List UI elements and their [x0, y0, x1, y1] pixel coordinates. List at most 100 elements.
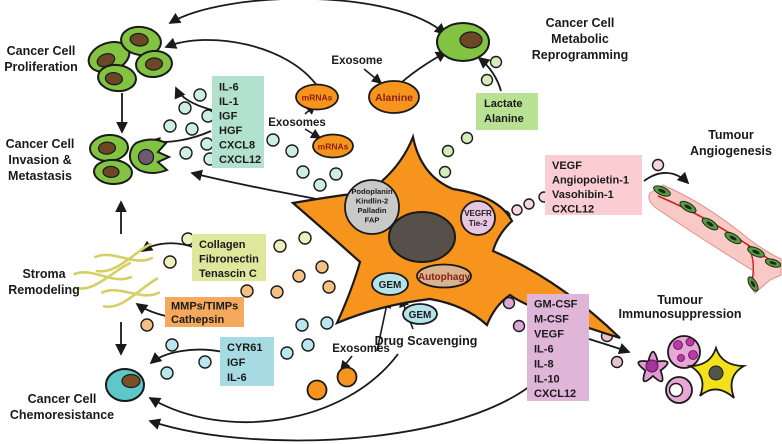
secreted-factor-dot	[179, 146, 193, 160]
secreted-factor-dot	[329, 167, 343, 181]
secreted-factor-dots	[140, 55, 665, 380]
stroma-label-1: Stroma	[22, 267, 66, 281]
gem-inner-ellipse	[371, 272, 409, 296]
gem-outer-ellipse	[402, 303, 438, 325]
angiogenic-item: VEGF	[552, 160, 582, 172]
gem-inner-label: GEM	[379, 280, 402, 291]
exosome-top-label: Exosome	[331, 55, 382, 67]
invasion-cells	[89, 133, 172, 186]
secreted-factor-dot	[165, 338, 179, 352]
autophagy-ellipse	[416, 263, 472, 289]
exosome-dot-2	[306, 379, 328, 401]
secreted-factor-dot	[651, 158, 665, 172]
secreted-factor-dot	[460, 131, 474, 145]
metabolic-label-2: Metabolic	[551, 32, 609, 46]
secreted-factor-dot	[322, 280, 336, 294]
secreted-factor-dot	[285, 144, 299, 158]
gem-outer-label: GEM	[409, 310, 432, 321]
secreted-factor-dot	[163, 255, 177, 269]
immunosuppressive-item: CXCL12	[534, 388, 576, 400]
angiogenic-item: CXCL12	[552, 204, 594, 216]
caf-cell: Podoplanin Kindlin-2 Palladin FAP VEGFR …	[290, 133, 621, 340]
protease-item: Cathepsin	[171, 314, 224, 326]
vegfr-tie2-circle	[460, 200, 496, 236]
granule	[673, 340, 683, 350]
immune-flower-nucleus	[645, 359, 659, 373]
angiogenic-box	[545, 155, 642, 215]
autophagy-label: Autophagy	[418, 272, 471, 283]
arrow-alanine-to-metabolic-cell	[401, 51, 448, 83]
secreted-factor-dot	[301, 338, 315, 352]
secreted-factor-dot	[298, 231, 312, 245]
chemoresistance-box	[220, 337, 274, 386]
invading-cell-nucleus	[137, 148, 155, 166]
caf-nucleus	[388, 211, 456, 263]
arrow-proteases-to-fibers	[135, 302, 167, 317]
immunosuppressive-item: IL-6	[534, 344, 554, 356]
receptor-line1: VEGFR	[464, 209, 492, 218]
immunosuppressive-item: IL-8	[534, 359, 554, 371]
cytokine-box	[212, 76, 264, 168]
secreted-factor-dot	[295, 318, 309, 332]
mrnas-top-label: mRNAs	[302, 93, 333, 103]
immunosuppressive-item: M-CSF	[534, 314, 569, 326]
cytokine-item: CXCL8	[219, 140, 255, 152]
granule	[677, 354, 685, 362]
arrow-caf-to-chemo-cell-lower	[148, 357, 557, 442]
chemoresistance-item: IL-6	[227, 372, 247, 384]
exosomes-mid-label: Exosomes	[268, 117, 326, 129]
immunosuppression-label-1: Tumour	[657, 293, 703, 307]
secreted-factor-dot	[140, 318, 154, 332]
mrnas-top-ellipse	[295, 83, 339, 111]
invasion-label-2: Invasion &	[8, 153, 71, 167]
factor-boxes: IL-6 IL-1 IGF HGF CXCL8 CXCL12 Lactate A…	[165, 76, 642, 401]
secreted-factor-dot	[320, 316, 334, 330]
blood-vessel	[648, 184, 782, 294]
secreted-factor-dot	[160, 366, 174, 380]
chemoresistance-item: IGF	[227, 357, 246, 369]
caf-marker-line3: Palladin	[357, 206, 386, 215]
angiogenesis-label-1: Tumour	[708, 128, 754, 142]
secreted-factor-dot	[313, 178, 327, 192]
mrnas-bottom-ellipse	[312, 133, 354, 159]
stroma-label-2: Remodeling	[8, 283, 80, 297]
proliferation-cells	[87, 25, 173, 93]
metabolic-cell	[436, 22, 490, 62]
secreted-factor-dot	[185, 122, 199, 136]
ecm-item: Collagen	[199, 239, 246, 251]
immunosuppression-label-2: Immunosuppression	[619, 307, 742, 321]
secreted-factor-dot	[240, 284, 254, 298]
exosomes-bottom-label: Exosomes	[332, 343, 390, 355]
cytokine-item: HGF	[219, 125, 243, 137]
cytokine-item: IGF	[219, 111, 238, 123]
invasion-label-1: Cancer Cell	[6, 137, 75, 151]
stroma-fibers	[73, 242, 161, 309]
secreted-factor-dot	[292, 269, 306, 283]
protease-item: MMPs/TIMPs	[171, 301, 238, 313]
connector-arrows	[115, 0, 557, 442]
chemoresistant-cell	[105, 368, 145, 402]
cytokine-item: IL-6	[219, 82, 239, 94]
immune-ring-cell-lumen	[668, 382, 684, 398]
proliferation-label-2: Proliferation	[4, 60, 78, 74]
vesicles: mRNAs mRNAs Alanine	[295, 80, 420, 401]
angiogenic-item: Angiopoietin-1	[552, 175, 629, 187]
arrow-cyr61-to-chemo-cell	[149, 348, 224, 365]
angiogenesis-label-2: Angiogenesis	[690, 144, 772, 158]
cytokine-item: IL-1	[219, 96, 239, 108]
metabolic-label-3: Reprogramming	[532, 48, 629, 62]
arrow-cytokines-to-proliferation	[174, 86, 213, 111]
arrow-mrnas-to-proliferation	[164, 37, 319, 88]
receptor-line2: Tie-2	[469, 219, 488, 228]
secreted-factor-dot	[193, 88, 207, 102]
protease-box	[165, 297, 244, 327]
secreted-factor-dot	[610, 355, 624, 369]
chemoresistance-label-2: Chemoresistance	[10, 408, 114, 422]
chemoresistance-item: CYR61	[227, 342, 262, 354]
granule	[688, 350, 698, 360]
secreted-factor-dot	[502, 296, 516, 310]
secreted-factor-dot	[280, 346, 294, 360]
secreted-factor-dot	[270, 285, 284, 299]
angiogenic-item: Vasohibin-1	[552, 189, 614, 201]
